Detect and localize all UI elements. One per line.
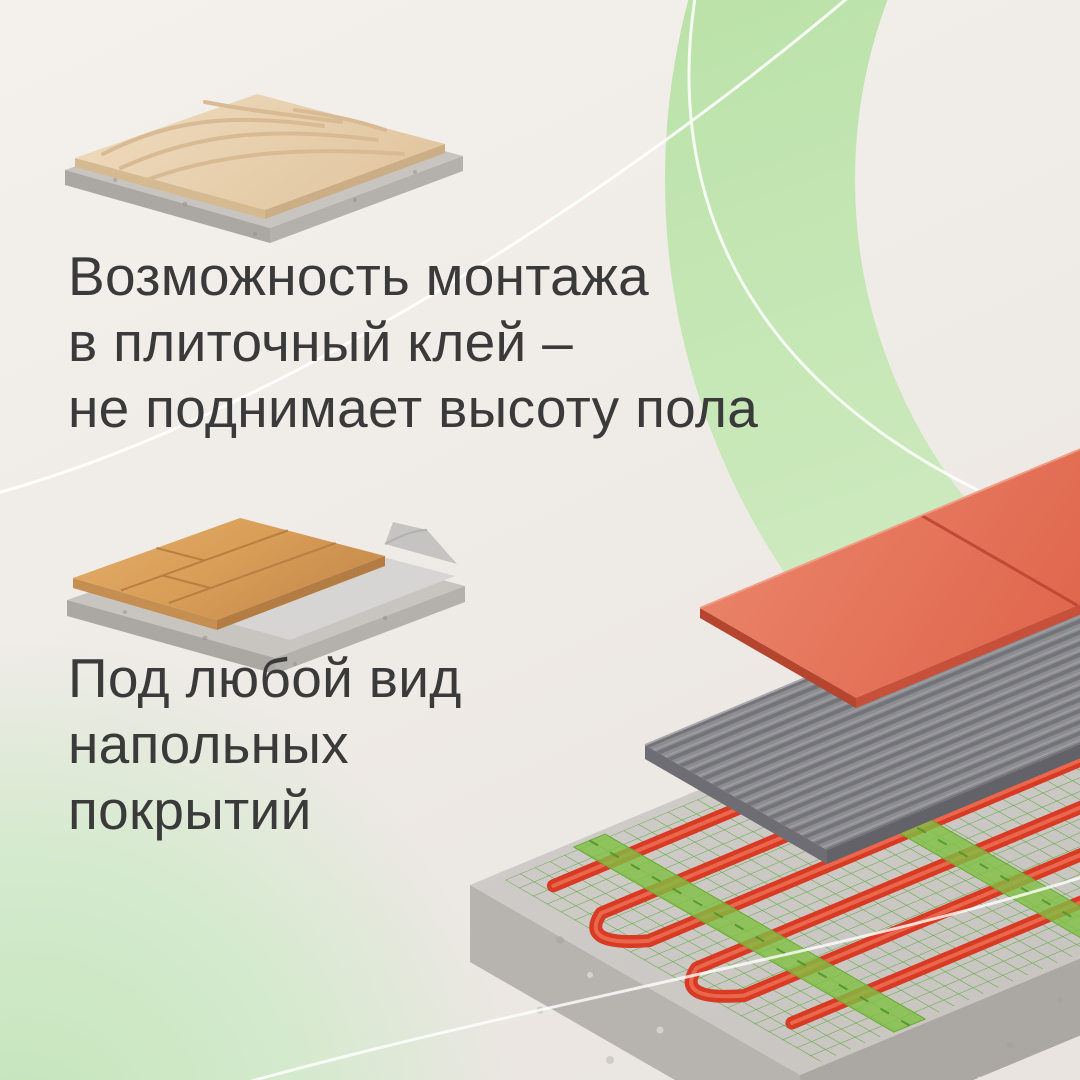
headline-coverings-line-2: напольных bbox=[68, 713, 349, 775]
headline-installation-line-3: не поднимает высоту пола bbox=[68, 377, 759, 439]
laminate-illustration bbox=[67, 518, 465, 674]
headline-installation-line-1: Возможность монтажа bbox=[68, 245, 650, 307]
headline-coverings: Под любой вид напольных покрытий bbox=[68, 645, 462, 843]
tile-seam bbox=[920, 514, 1079, 607]
decor-line-top bbox=[0, 0, 848, 494]
tile-wave-pattern bbox=[101, 100, 405, 184]
floor-tiles-layer bbox=[699, 448, 1080, 708]
ceramic-tile-illustration bbox=[65, 94, 463, 243]
headline-installation-line-2: в плиточный клей – bbox=[68, 311, 573, 373]
green-arc-band bbox=[665, 0, 1080, 823]
plank-seams bbox=[120, 529, 337, 605]
wood-plank-layer bbox=[73, 518, 385, 630]
ceramic-tile bbox=[75, 94, 445, 219]
concrete-speckles-light bbox=[587, 972, 984, 1080]
decor-line-arc bbox=[687, 0, 1080, 535]
headline-coverings-line-3: покрытий bbox=[68, 779, 312, 841]
decor-line-bottom bbox=[249, 876, 1080, 1080]
mint-corner-glow bbox=[0, 640, 517, 1080]
headline-coverings-line-1: Под любой вид bbox=[68, 647, 462, 709]
headline-installation: Возможность монтажа в плиточный клей – н… bbox=[68, 243, 758, 441]
